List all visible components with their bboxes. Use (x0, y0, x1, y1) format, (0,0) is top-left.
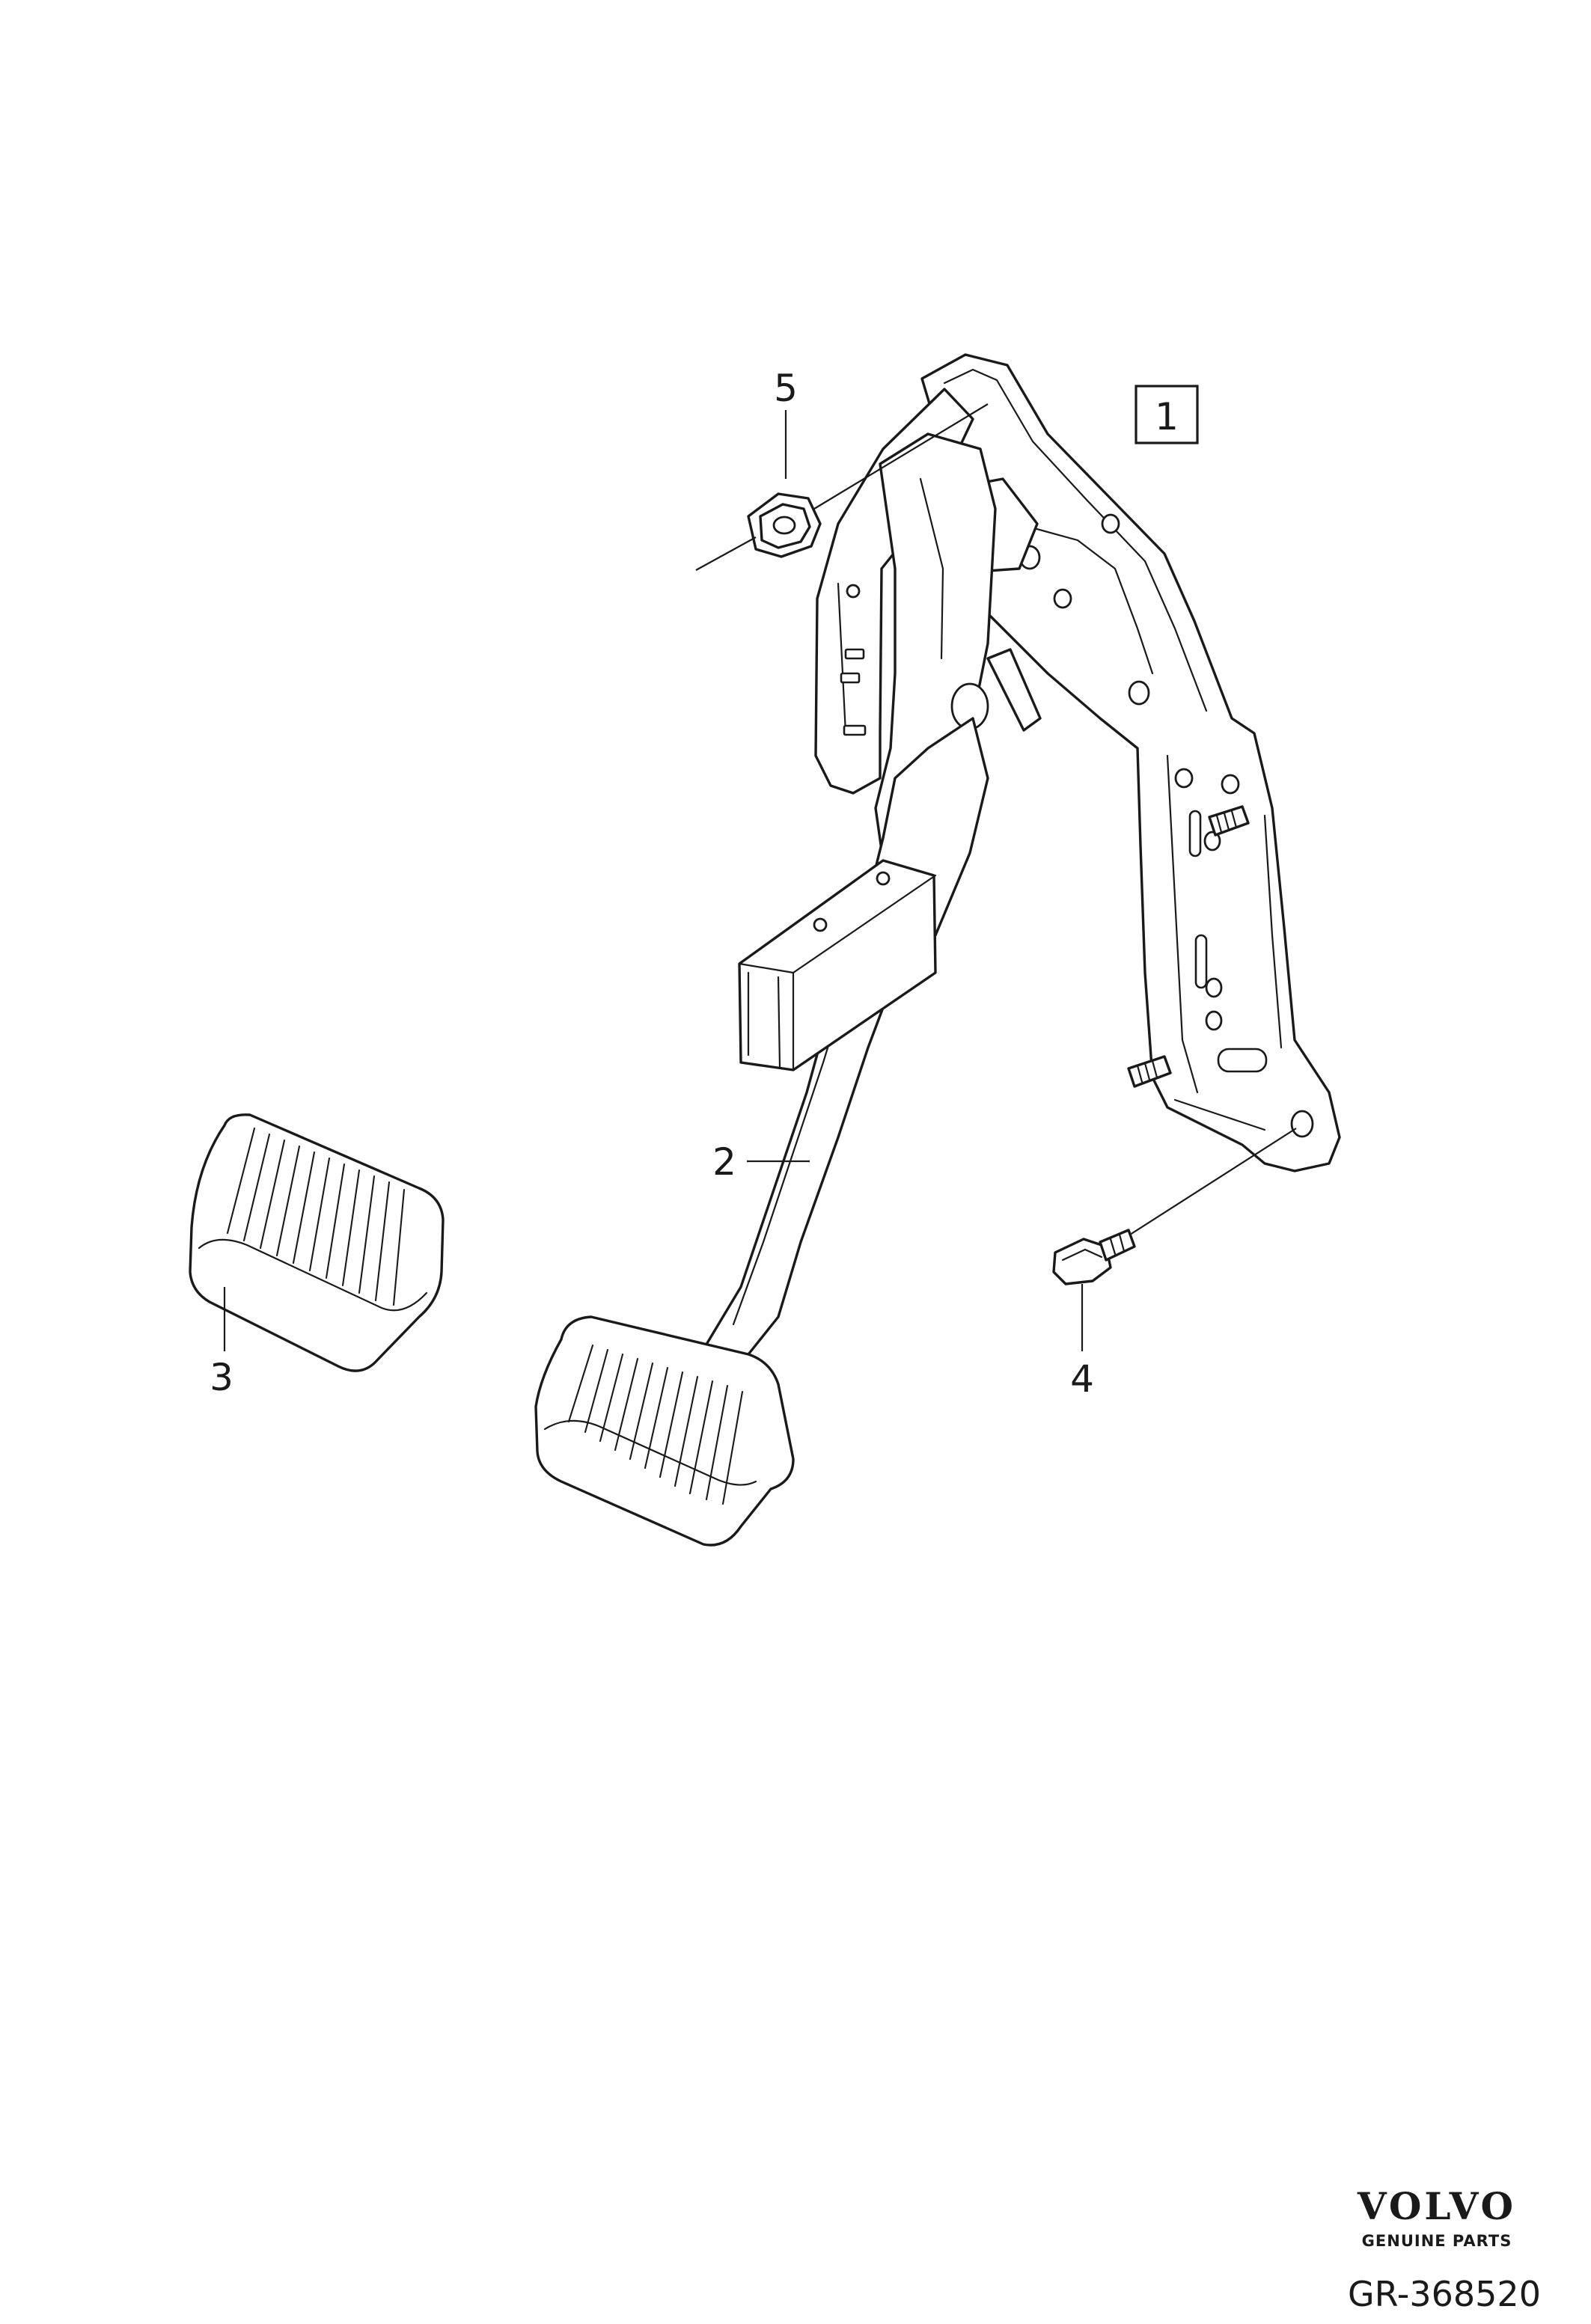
callout-5: 5 (774, 367, 798, 410)
bracket-stud-lower (1127, 1055, 1172, 1088)
genuine-parts-text: GENUINE PARTS (1362, 2232, 1512, 2250)
pedal-pad-part-3 (189, 1113, 445, 1372)
callout-2: 2 (712, 1140, 736, 1184)
volvo-branding: VOLVO GENUINE PARTS GR-368520 (1348, 2184, 1541, 2314)
reference-box (1135, 385, 1199, 444)
flange-nut-part-5 (747, 492, 822, 558)
mounting-bracket (920, 353, 1341, 1172)
callout-4: 4 (1070, 1357, 1094, 1401)
volvo-logo-text: VOLVO (1357, 2184, 1516, 2228)
bracket-stud-upper (1208, 805, 1250, 837)
flange-bolt-part-4 (1052, 1229, 1136, 1285)
callout-3: 3 (210, 1356, 233, 1399)
brake-pedal-pad (534, 1315, 795, 1547)
brake-pedal-arm (699, 388, 1042, 1371)
callout-labels: 1 5 2 3 4 (210, 367, 1199, 1401)
diagram-reference-code: GR-368520 (1348, 2274, 1541, 2314)
leader-lines (223, 403, 1297, 1351)
reference-box-label: 1 (1155, 395, 1179, 438)
